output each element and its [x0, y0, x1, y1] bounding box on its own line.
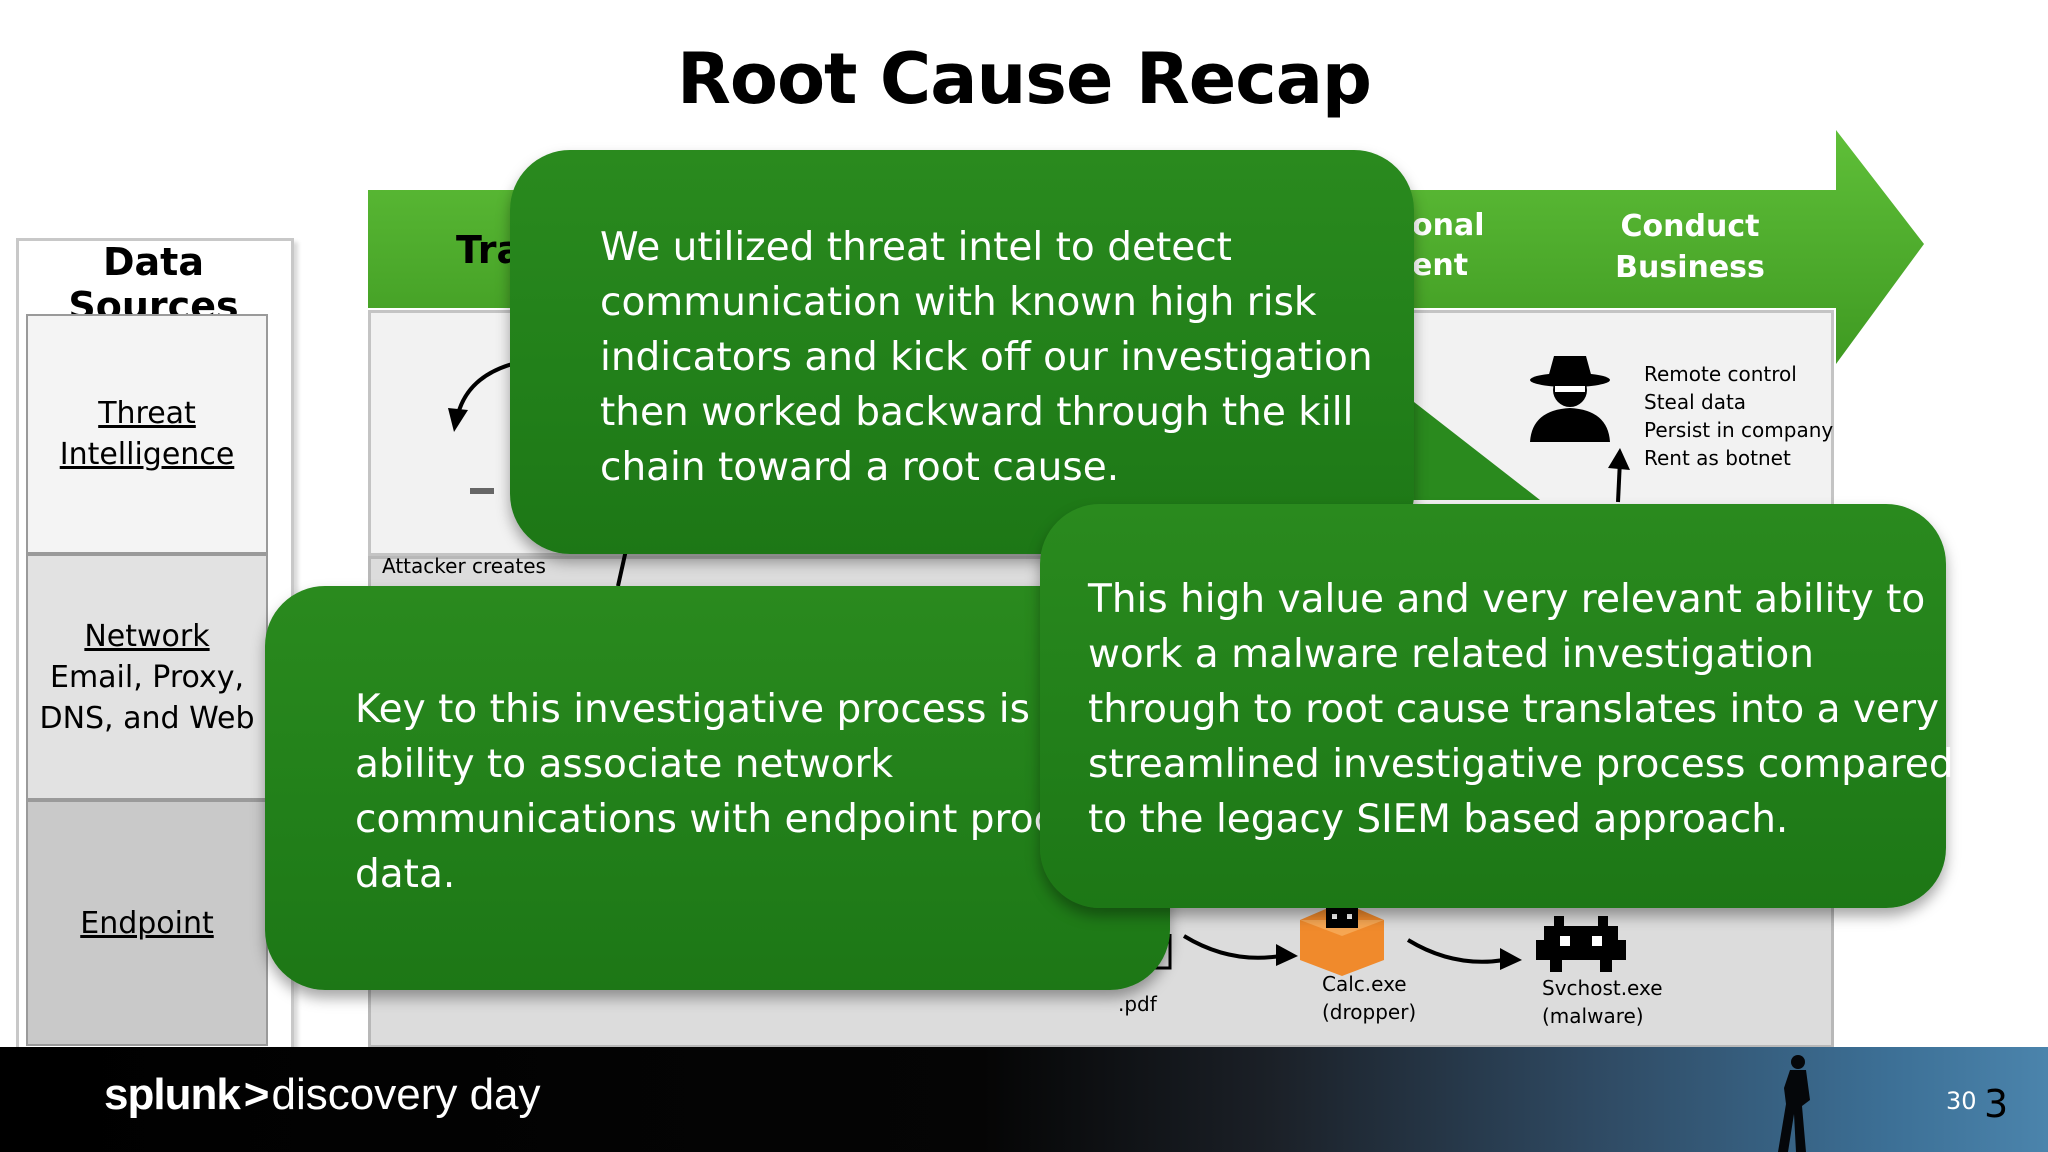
endpoint-box: Endpoint — [26, 800, 268, 1046]
calc-exe-role: (dropper) — [1322, 1000, 1417, 1024]
email-proxy-label: Email, Proxy, — [49, 659, 245, 695]
dns-web-label: DNS, and Web — [39, 700, 255, 736]
attacker-creates-label: Attacker creates — [382, 554, 546, 578]
callout-line: to the legacy SIEM based approach. — [1088, 797, 1789, 842]
intelligence-label: Intelligence — [59, 437, 235, 472]
callout-line: through to root cause translates into a … — [1088, 687, 1940, 732]
callout-line: then worked backward through the kill — [600, 390, 1354, 435]
svchost-exe-label: Svchost.exe (malware) — [1542, 974, 1663, 1030]
phase-operational-line2: ent — [1412, 248, 1469, 283]
callout-line: communication with known high risk — [600, 280, 1317, 325]
callout-threat-intel: We utilized threat intel to detect commu… — [510, 150, 1414, 554]
splunk-discovery-day-logo: splunk>discovery day — [104, 1070, 541, 1120]
hacker-spy-icon — [1530, 356, 1610, 442]
right-arrow-icon — [1182, 934, 1298, 966]
brand-separator: > — [243, 1070, 270, 1119]
callout-line: streamlined investigative process compar… — [1088, 742, 1954, 787]
right-arrow-icon — [1406, 938, 1522, 970]
footer-bar — [0, 1047, 2048, 1152]
page-number-large: 3 — [1984, 1082, 2009, 1126]
pdf-label: .pdf — [1118, 992, 1157, 1016]
brand-discovery-day: discovery day — [271, 1070, 541, 1119]
footer-background-texture — [1060, 1052, 1620, 1147]
phase-conduct-line1: Conduct — [1620, 209, 1760, 244]
spy-action-item: Persist in company — [1644, 418, 1834, 442]
dash-mark — [470, 488, 494, 494]
threat-intelligence-box: Threat Intelligence — [26, 314, 268, 554]
callout-high-value: This high value and very relevant abilit… — [1040, 504, 1954, 908]
slide-title: Root Cause Recap — [676, 38, 1372, 120]
arrow-stub-icon — [616, 549, 628, 587]
phase-label-conduct-business: Conduct Business — [1600, 206, 1780, 288]
phase-conduct-line2: Business — [1615, 250, 1765, 285]
svchost-exe-role: (malware) — [1542, 1004, 1644, 1028]
silhouette-figure-icon — [1778, 1055, 1810, 1152]
callout-key-process: Key to this investigative process is the… — [265, 586, 1170, 990]
callout-line: communications with endpoint proce — [355, 797, 1080, 842]
callout-line: ability to associate network — [355, 742, 894, 787]
threat-label: Threat — [98, 396, 196, 431]
callout-line: Key to this investigative process is the — [355, 687, 1107, 732]
svchost-exe-name: Svchost.exe — [1542, 976, 1663, 1000]
brand-splunk: splunk — [104, 1070, 241, 1119]
endpoint-label: Endpoint — [80, 905, 214, 941]
spy-action-item: Steal data — [1644, 390, 1747, 414]
up-arrow-icon — [1608, 448, 1630, 503]
page-number: 30 — [1946, 1087, 1977, 1115]
spy-actions-list: Remote control Steal data Persist in com… — [1644, 360, 1833, 472]
spy-action-item: Remote control — [1644, 362, 1797, 386]
calc-exe-name: Calc.exe — [1322, 972, 1407, 996]
network-box: Network Email, Proxy, DNS, and Web — [26, 554, 268, 800]
callout-line: This high value and very relevant abilit… — [1088, 577, 1926, 622]
phase-operational-line1: onal — [1412, 208, 1485, 243]
calc-exe-label: Calc.exe (dropper) — [1322, 970, 1416, 1026]
callout-line: indicators and kick off our investigatio… — [600, 335, 1373, 380]
callout-line: chain toward a root cause. — [600, 445, 1120, 490]
malware-invader-icon — [1536, 916, 1626, 972]
spy-action-item: Rent as botnet — [1644, 446, 1791, 470]
callout-line: work a malware related investigation — [1088, 632, 1814, 677]
callout-line: We utilized threat intel to detect — [600, 225, 1232, 270]
phase-label-operational: onal ent — [1412, 206, 1485, 286]
dropper-box-icon — [1300, 902, 1384, 976]
callout-line: data. — [355, 852, 456, 897]
network-label: Network — [84, 618, 210, 654]
